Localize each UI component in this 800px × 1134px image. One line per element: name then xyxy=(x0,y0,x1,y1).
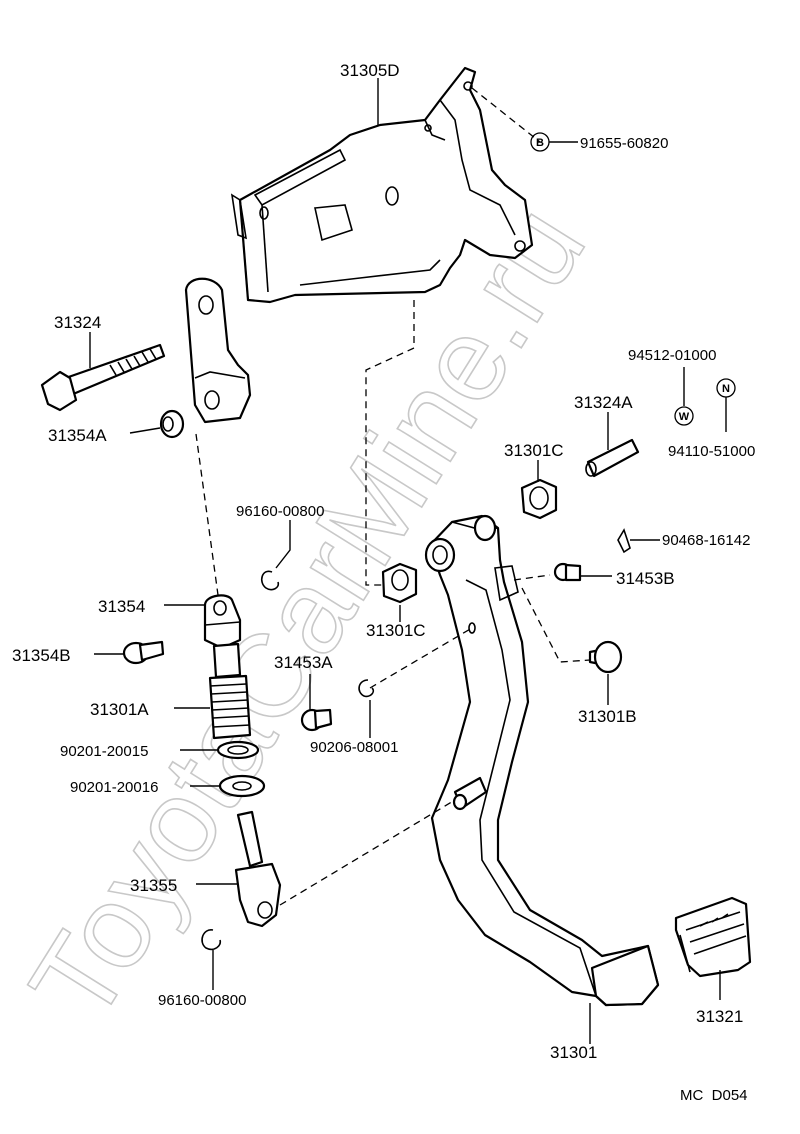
label-31355: 31355 xyxy=(130,876,177,895)
pedal-bracket-31305D xyxy=(230,66,534,304)
washer-symbol-w: W xyxy=(674,406,694,426)
bolt-31453A xyxy=(300,708,333,732)
label-31301A: 31301A xyxy=(90,700,149,719)
label-31324: 31324 xyxy=(54,313,101,332)
label-90206-08001: 90206-08001 xyxy=(310,739,398,756)
label-31354B: 31354B xyxy=(12,646,71,665)
label-94110-51000: 94110-51000 xyxy=(668,443,755,460)
pin-31324A xyxy=(585,438,640,478)
label-31354: 31354 xyxy=(98,597,145,616)
washer-90201-20016 xyxy=(218,774,266,798)
bushing-31301C-bottom xyxy=(381,562,418,604)
stopper-31301B xyxy=(588,640,623,674)
label-31324A: 31324A xyxy=(574,393,633,412)
svg-text:W: W xyxy=(679,411,690,423)
label-31301B: 31301B xyxy=(578,707,637,726)
diagram-code: MC D054 xyxy=(680,1087,748,1104)
clevis-plate xyxy=(184,277,252,424)
label-91655-60820: 91655-60820 xyxy=(580,135,668,152)
pin-31354B xyxy=(122,640,165,665)
bushing-31301C-top xyxy=(520,478,558,520)
nut-symbol-n: N xyxy=(716,378,736,398)
label-31321: 31321 xyxy=(696,1007,743,1026)
bolt-31324 xyxy=(40,343,166,412)
clip-90206 xyxy=(358,679,375,698)
label-31453B: 31453B xyxy=(616,569,675,588)
label-96160-00800-bottom: 96160-00800 xyxy=(158,992,246,1009)
label-31301C-bottom: 31301C xyxy=(366,621,426,640)
label-31453A: 31453A xyxy=(274,653,333,672)
pedal-arm-31301 xyxy=(424,514,660,1007)
label-96160-00800-top: 96160-00800 xyxy=(236,503,324,520)
clevis-31354 xyxy=(203,594,242,650)
label-94512-01000: 94512-01000 xyxy=(628,347,716,364)
svg-text:B: B xyxy=(536,137,544,149)
pedal-pad-31321 xyxy=(674,896,752,978)
cotter-pin-90468 xyxy=(617,528,631,554)
clip-96160-bottom xyxy=(201,929,222,951)
label-31305D: 31305D xyxy=(340,61,400,80)
label-90201-20015: 90201-20015 xyxy=(60,743,148,760)
label-31354A: 31354A xyxy=(48,426,107,445)
assembly-dashed-lines xyxy=(195,87,591,906)
svg-text:N: N xyxy=(722,383,730,395)
bushing-31354A xyxy=(159,409,185,439)
bolt-31453B xyxy=(553,562,582,582)
washer-90201-20015 xyxy=(216,740,260,760)
label-90468-16142: 90468-16142 xyxy=(662,532,750,549)
clip-96160-top xyxy=(260,570,280,591)
label-31301C-top: 31301C xyxy=(504,441,564,460)
leader-lines xyxy=(89,78,727,1044)
label-90201-20016: 90201-20016 xyxy=(70,779,158,796)
clevis-31355 xyxy=(234,810,282,928)
pushrod-boot-31301A xyxy=(208,642,252,740)
label-31301: 31301 xyxy=(550,1043,597,1062)
